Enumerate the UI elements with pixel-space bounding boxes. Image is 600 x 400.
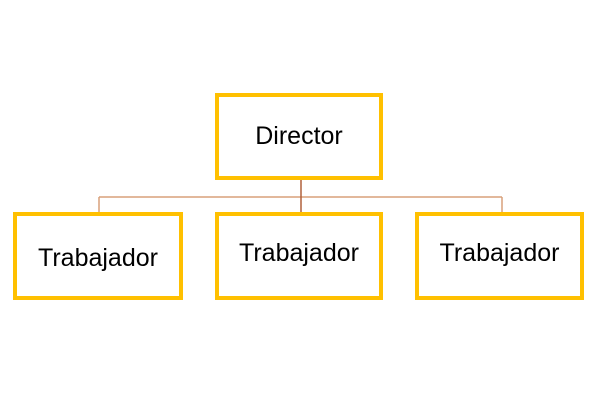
node-label: Director xyxy=(255,122,343,150)
worker-node-2: Trabajador xyxy=(215,212,383,300)
node-label: Trabajador xyxy=(439,238,560,267)
worker-node-1: Trabajador xyxy=(13,212,183,300)
director-node: Director xyxy=(215,93,383,180)
node-label: Trabajador xyxy=(239,238,359,267)
worker-node-3: Trabajador xyxy=(415,212,584,300)
node-label: Trabajador xyxy=(38,243,158,272)
